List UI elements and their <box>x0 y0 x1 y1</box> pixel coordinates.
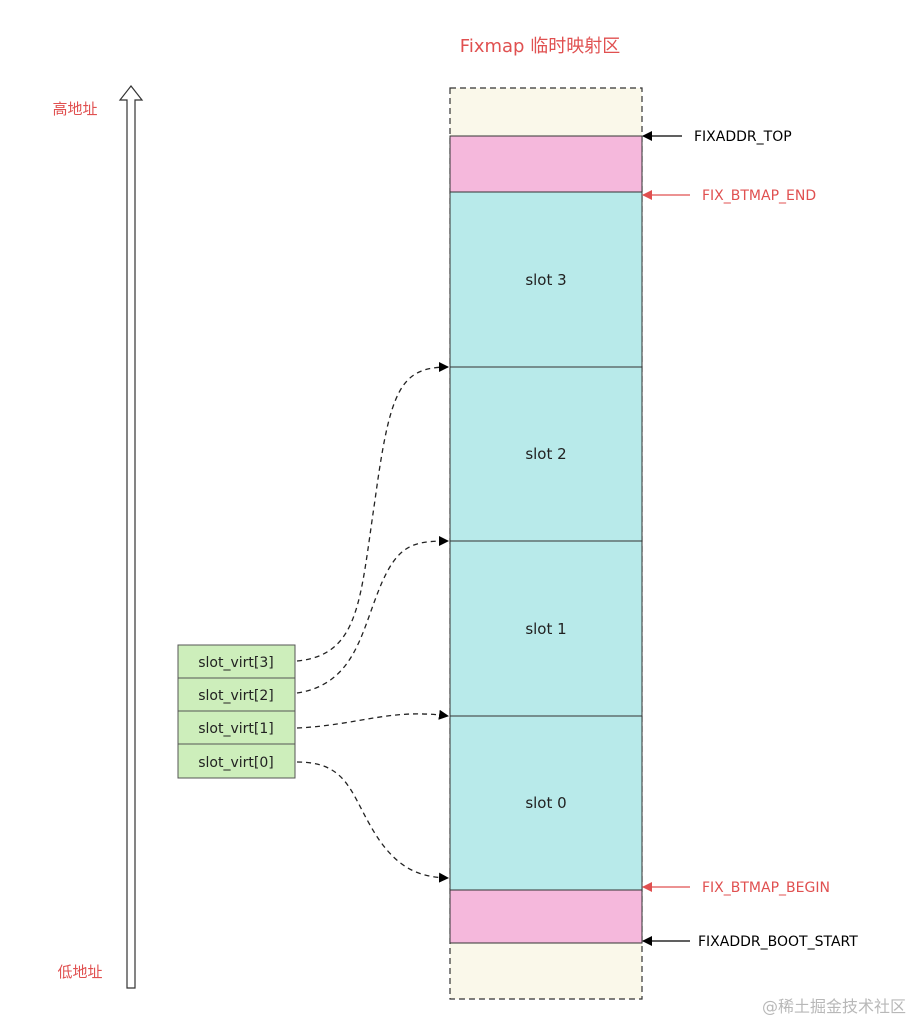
high-address-label: 高地址 <box>52 100 97 118</box>
slot-virt-0-label: slot_virt[0] <box>198 755 274 771</box>
slot-1-label: slot 1 <box>525 620 566 638</box>
slot-2-block <box>449 366 643 542</box>
fix-btmap-end-label: FIX_BTMAP_END <box>702 188 816 204</box>
slot-virt-3-label: slot_virt[3] <box>198 655 274 671</box>
watermark: @稀土掘金技术社区 <box>762 997 906 1016</box>
diagram-title: Fixmap 临时映射区 <box>460 36 620 57</box>
slot-3-block <box>449 191 643 368</box>
slot-virt-0-pointer <box>296 761 449 883</box>
slot-3-label: slot 3 <box>525 271 566 289</box>
slot-virt-2-pointer <box>296 536 449 694</box>
slot-virt-3-pointer <box>296 362 449 662</box>
slot-0-label: slot 0 <box>525 794 566 812</box>
slot-virt-0-cell <box>177 743 296 779</box>
slot-2-label: slot 2 <box>525 445 566 463</box>
fixmap-bottom-band <box>449 889 643 944</box>
low-address-label: 低地址 <box>57 963 102 981</box>
slot-virt-2-label: slot_virt[2] <box>198 688 274 704</box>
slot-0-block <box>449 715 643 891</box>
slot-virt-1-pointer <box>296 709 449 729</box>
fixaddr-top-label: FIXADDR_TOP <box>694 129 792 145</box>
address-direction-arrow <box>118 85 144 989</box>
fixmap-top-band <box>449 135 643 193</box>
slot-virt-3-cell <box>177 644 296 679</box>
slot-1-block <box>449 540 643 717</box>
slot-virt-1-label: slot_virt[1] <box>198 721 274 737</box>
fix-btmap-begin-label: FIX_BTMAP_BEGIN <box>702 880 830 896</box>
fixaddr-boot-start-label: FIXADDR_BOOT_START <box>698 934 858 950</box>
